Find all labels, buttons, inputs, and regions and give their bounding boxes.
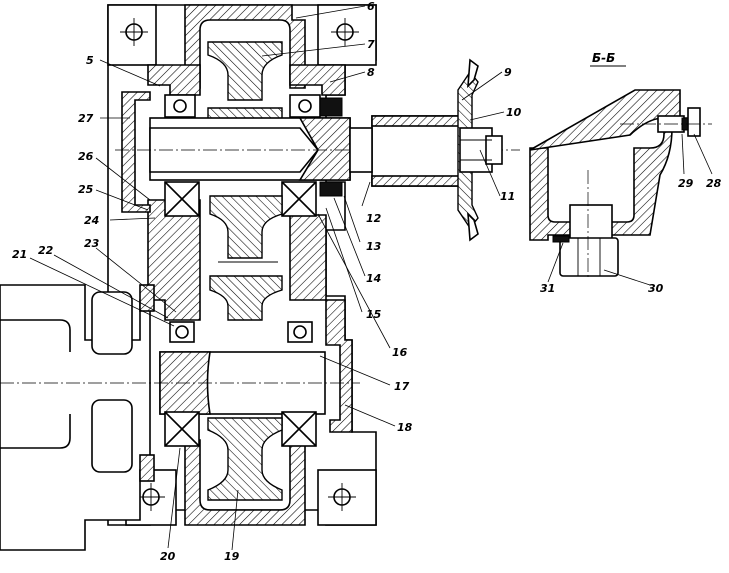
callout-26: 26 [78, 150, 94, 163]
bolt-28 [687, 107, 701, 137]
callout-8: 8 [367, 66, 375, 79]
callout-30: 30 [648, 282, 664, 295]
lower-tapered-bearing-right [281, 411, 317, 447]
callout-19: 19 [224, 550, 240, 563]
motor-housing [0, 284, 155, 551]
callout-21: 21 [12, 248, 27, 261]
bottom-gear [207, 417, 283, 501]
callout-10: 10 [506, 106, 522, 119]
callout-12: 12 [366, 212, 382, 225]
lower-right-small-bearing [287, 321, 313, 343]
bolt-holes [120, 18, 359, 511]
lower-left-small-bearing [169, 321, 195, 343]
callout-28: 28 [706, 177, 722, 190]
upper-left-bearing [164, 94, 196, 118]
intermediate-gear [209, 195, 283, 259]
upper-tapered-bearing-left [164, 181, 200, 217]
callout-29: 29 [678, 177, 694, 190]
callout-6: 6 [367, 0, 375, 13]
leader-lines [29, 5, 713, 551]
upper-shaft-assembly [115, 41, 520, 217]
section-body [529, 117, 691, 241]
left-end-cover [121, 91, 151, 213]
bottom-right-lug [317, 469, 377, 526]
callout-5: 5 [86, 54, 94, 67]
callout-16: 16 [392, 346, 408, 359]
callout-7: 7 [367, 38, 375, 51]
callout-31: 31 [540, 282, 555, 295]
callout-9: 9 [504, 66, 512, 79]
callout-23: 23 [84, 237, 100, 250]
left-wall [147, 199, 201, 321]
bottom-cover [184, 439, 306, 526]
upper-gear [207, 41, 283, 101]
callout-25: 25 [78, 183, 94, 196]
callout-labels: 6 7 8 5 9 10 11 12 13 14 15 16 17 18 19 … [12, 0, 722, 563]
callout-15: 15 [366, 308, 382, 321]
section-title: Б-Б [592, 51, 615, 65]
callout-27: 27 [78, 112, 94, 125]
callout-11: 11 [500, 190, 515, 203]
upper-right-bearing [289, 94, 321, 118]
callout-17: 17 [394, 380, 410, 393]
upper-seal [319, 97, 343, 117]
callout-20: 20 [160, 550, 176, 563]
top-right-lug [317, 4, 377, 66]
callout-18: 18 [397, 421, 413, 434]
drain-plug [569, 204, 613, 240]
upper-tapered-bearing-right [281, 181, 317, 217]
output-sprocket-assembly [349, 58, 503, 242]
callout-14: 14 [366, 272, 381, 285]
callout-13: 13 [366, 240, 382, 253]
callout-24: 24 [84, 214, 99, 227]
lower-shaft-assembly [0, 195, 360, 501]
section-bb-view [529, 65, 712, 280]
top-mounting-lug [107, 4, 157, 66]
right-wall [289, 214, 327, 301]
callout-22: 22 [38, 244, 54, 257]
lower-tapered-bearing-left [164, 411, 200, 447]
